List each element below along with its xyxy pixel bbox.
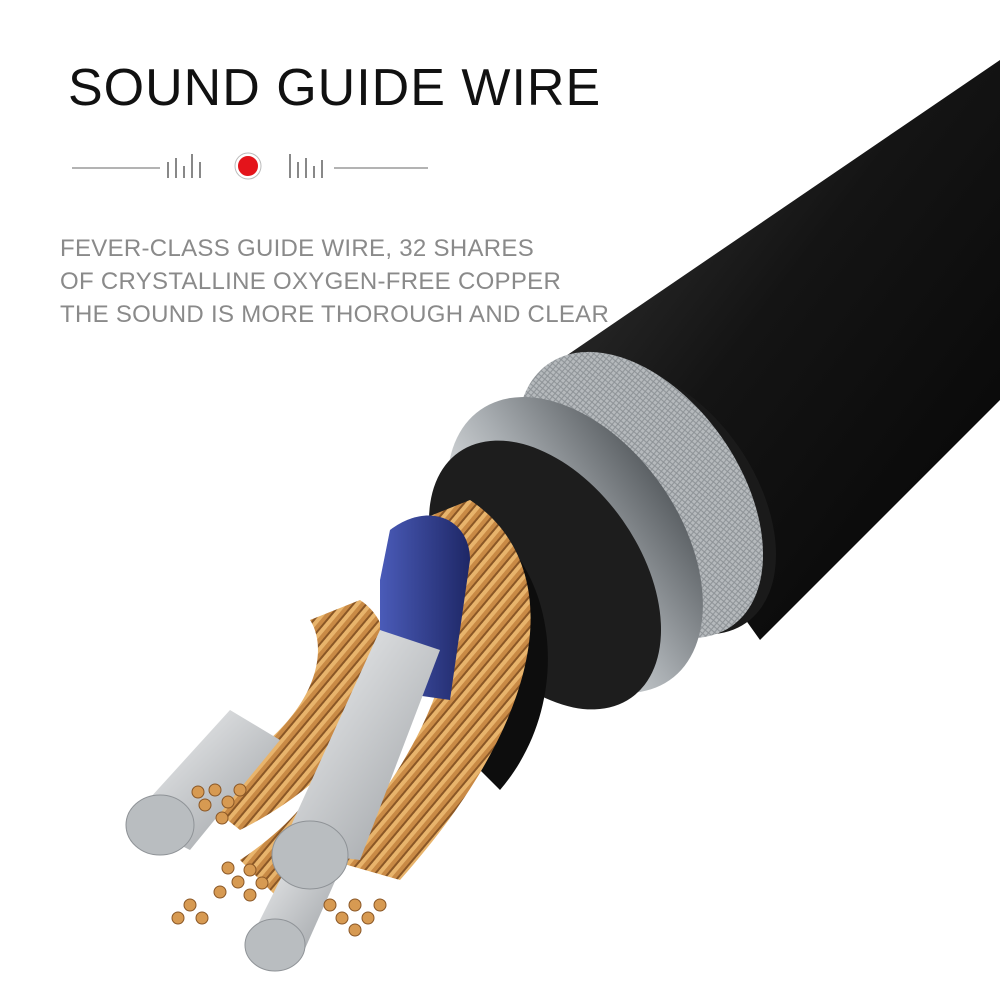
title-divider <box>72 152 428 180</box>
record-dot-icon <box>236 154 260 178</box>
description-line: THE SOUND IS MORE THOROUGH AND CLEAR <box>60 301 610 328</box>
sound-bars-icon <box>289 154 323 178</box>
description-line: OF CRYSTALLINE OXYGEN-FREE COPPER <box>60 268 562 295</box>
sound-bars-icon <box>167 154 201 178</box>
page-title: SOUND GUIDE WIRE <box>68 59 602 117</box>
description-block: FEVER-CLASS GUIDE WIRE, 32 SHARES OF CRY… <box>60 232 609 331</box>
description-line: FEVER-CLASS GUIDE WIRE, 32 SHARES <box>60 235 535 262</box>
